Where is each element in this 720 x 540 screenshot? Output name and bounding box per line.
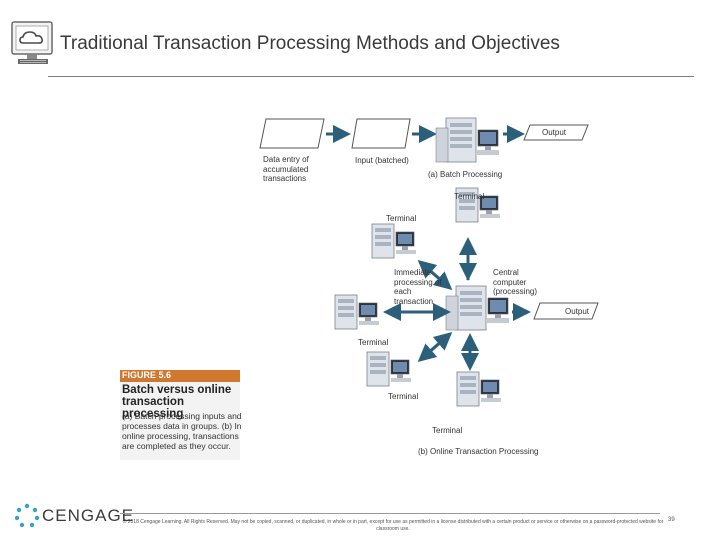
batch-output-box [523, 124, 589, 141]
title-divider [48, 76, 694, 77]
terminal-left [334, 294, 380, 330]
arrow-bottomleft-to-central [419, 332, 453, 362]
cengage-logo-icon [14, 503, 40, 529]
online-output-box [533, 302, 599, 320]
terminal-label-bottom-left: Terminal [388, 392, 419, 401]
figure-number: FIGURE 5.6 [122, 370, 172, 380]
cloud-computer-icon [10, 19, 56, 69]
data-entry-label: Data entry of accumulated transactions [263, 155, 309, 183]
online-processing-label: (b) Online Transaction Processing [418, 447, 539, 456]
figure-caption-panel [120, 370, 240, 460]
terminal-label-top-right: Terminal [454, 192, 485, 201]
arrow-topleft-to-central [419, 260, 453, 290]
terminal-label-bottom: Terminal [432, 426, 463, 435]
figure-title: Batch versus online transaction processi… [122, 384, 232, 420]
batch-output-label: Output [542, 128, 567, 137]
slide-title: Traditional Transaction Processing Metho… [60, 33, 560, 54]
footer-divider [120, 513, 660, 514]
input-batched-label: Input (batched) [355, 156, 409, 165]
terminal-top-left [371, 223, 417, 259]
immediate-processing-label: Immediate processing of each transaction [394, 268, 442, 306]
terminal-label-top-left: Terminal [386, 214, 417, 223]
figure-caption: (a) Batch processing inputs and processe… [122, 411, 242, 451]
online-output-label: Output [565, 307, 590, 316]
cengage-logo-text: CENGAGE [42, 506, 135, 525]
copyright-notice: © 2018 Cengage Learning. All Rights Rese… [122, 519, 664, 532]
terminal-bottom-left [366, 351, 412, 387]
batch-computer [435, 117, 500, 163]
terminal-label-left: Terminal [358, 338, 389, 347]
batch-processing-label: (a) Batch Processing [428, 170, 503, 179]
data-entry-paper [259, 118, 325, 149]
terminal-bottom [456, 371, 502, 407]
figure-number-bar [120, 370, 240, 382]
batch-input-paper [351, 118, 411, 149]
page-number: 39 [668, 517, 675, 523]
central-computer-label: Central computer (processing) [493, 268, 538, 296]
